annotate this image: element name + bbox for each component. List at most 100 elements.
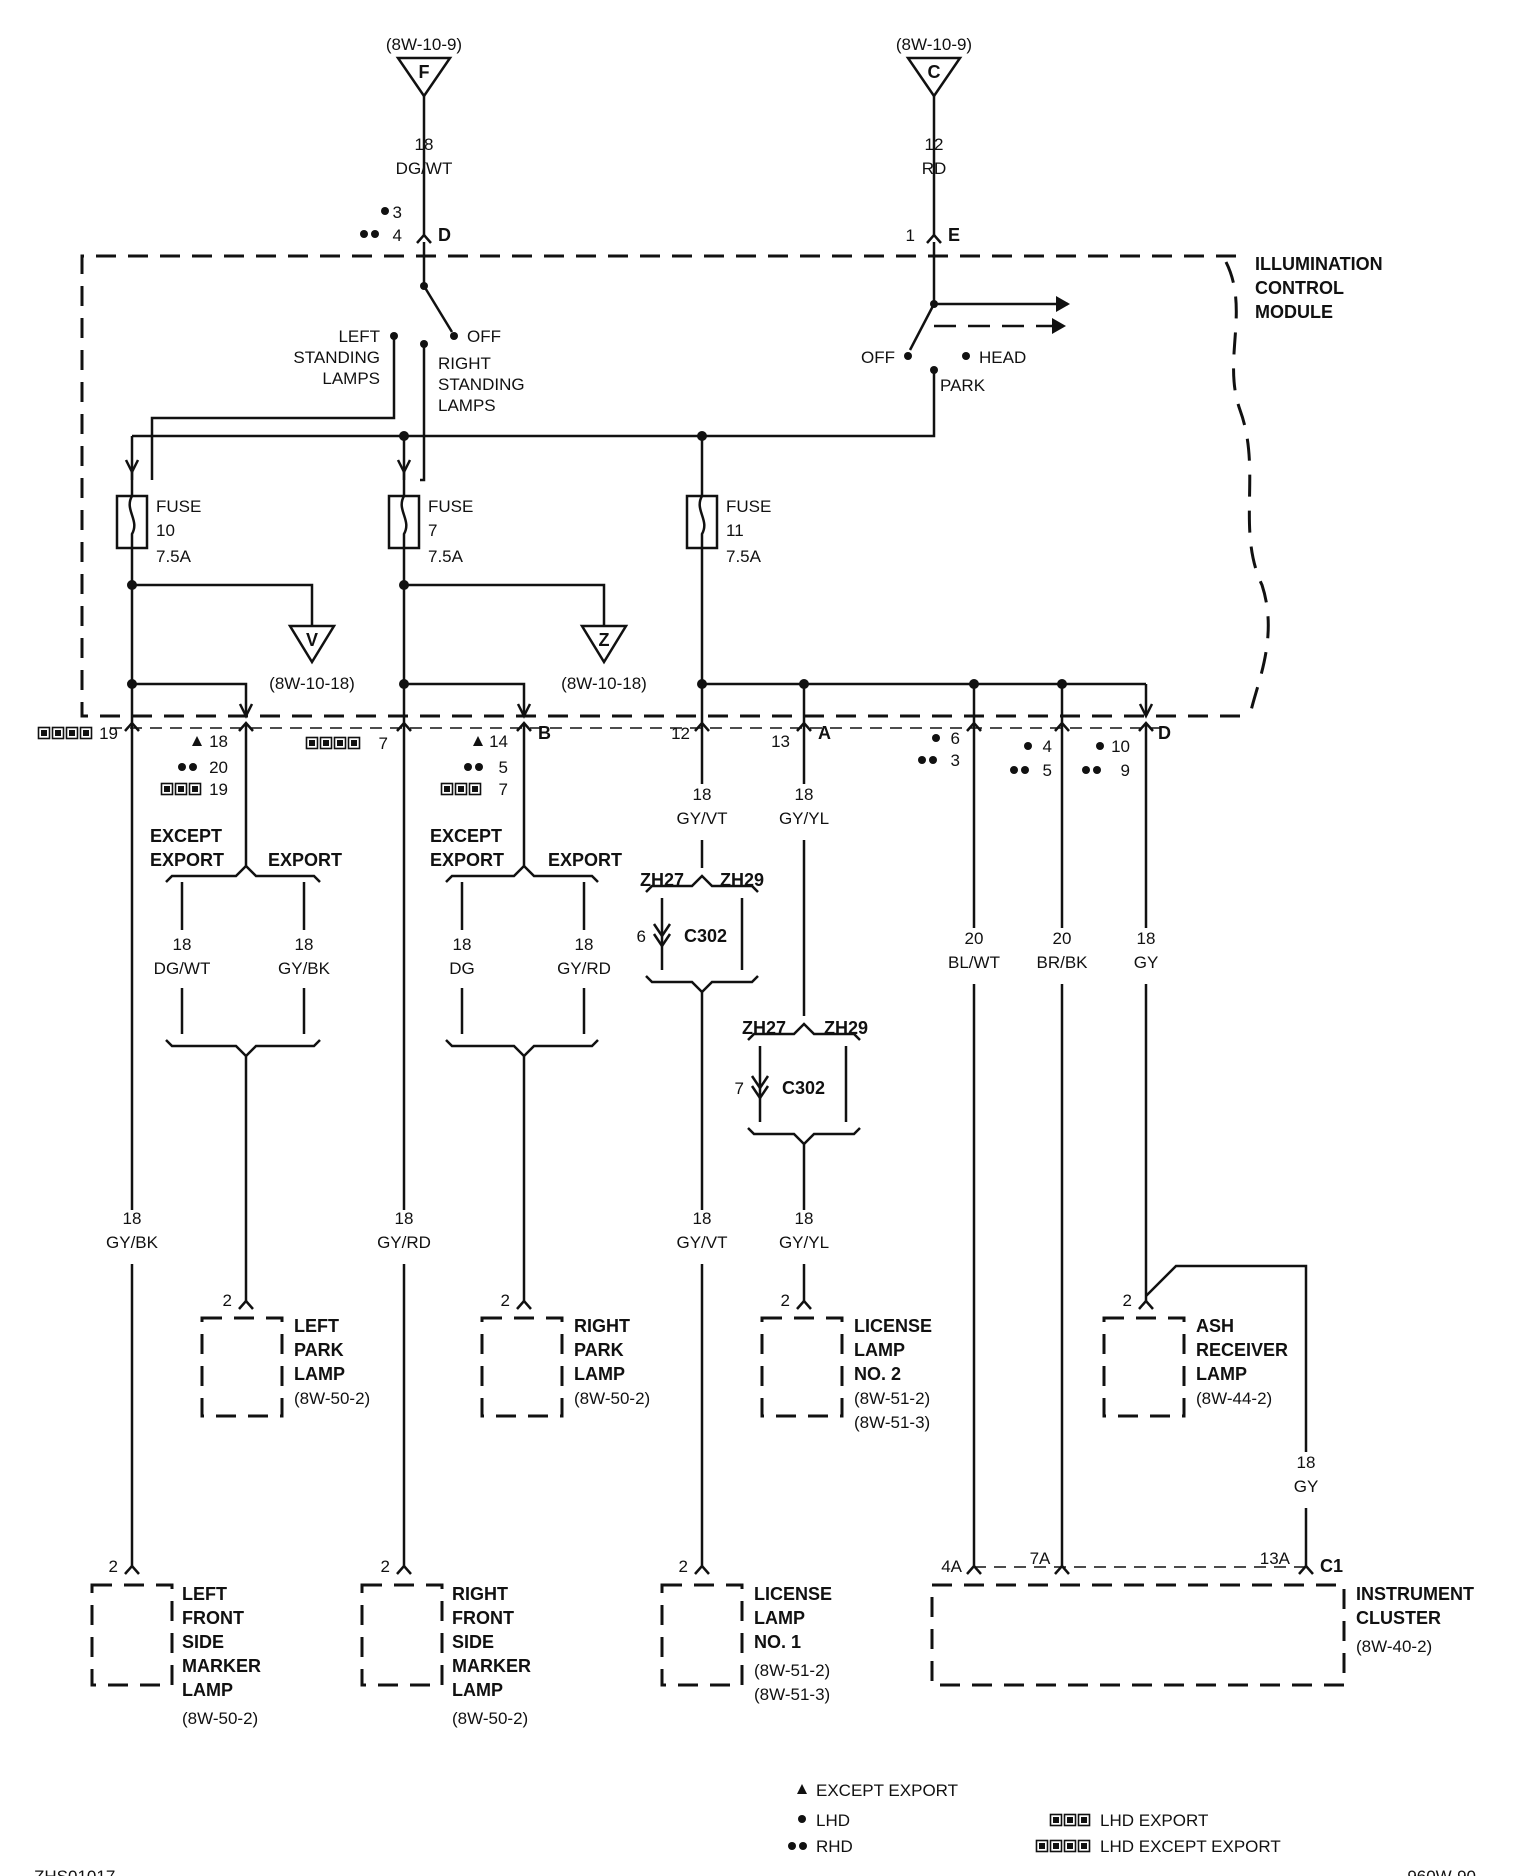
pin-6: 6 xyxy=(951,729,960,748)
wire-lic2-gauge: 18 xyxy=(795,785,814,804)
zh29b-label: ZH29 xyxy=(824,1018,868,1038)
lic2-name-2: LAMP xyxy=(854,1340,905,1360)
lpark-name-2: PARK xyxy=(294,1340,344,1360)
lfsm-name-3: SIDE xyxy=(182,1632,224,1652)
rpark-except-export: EXPORT xyxy=(430,850,504,870)
right-front-side-marker-box xyxy=(360,1583,444,1687)
right-standing-1: RIGHT xyxy=(438,354,491,373)
rpark-name-2: PARK xyxy=(574,1340,624,1360)
pin-d-rhd: 4 xyxy=(393,226,402,245)
left-standing-2: STANDING xyxy=(293,348,380,367)
lpark-ref: (8W-50-2) xyxy=(294,1389,370,1408)
module-title-1: ILLUMINATION xyxy=(1255,254,1383,274)
wire-ic4-color: BL/WT xyxy=(948,953,1000,972)
fuse11-rating: 7.5A xyxy=(726,547,762,566)
left-standing-3: LAMPS xyxy=(322,369,380,388)
wire-ic13-gauge: 18 xyxy=(1297,1453,1316,1472)
lic1-ref-1: (8W-51-2) xyxy=(754,1661,830,1680)
wire-lic1b-color: GY/VT xyxy=(676,1233,727,1252)
license-lamp-1-box xyxy=(660,1583,744,1687)
ash-pin: 2 xyxy=(1123,1291,1132,1310)
fuse10-label: FUSE xyxy=(156,497,201,516)
wire-lic1-color: GY/VT xyxy=(676,809,727,828)
connector-f-triangle xyxy=(395,56,453,99)
lfsm-name-2: FRONT xyxy=(182,1608,244,1628)
ash-name-3: LAMP xyxy=(1196,1364,1247,1384)
ash-name-2: RECEIVER xyxy=(1196,1340,1288,1360)
lpark-ee-color: DG/WT xyxy=(154,959,211,978)
connector-v-triangle xyxy=(287,624,337,665)
wire-lic2b-gauge: 18 xyxy=(795,1209,814,1228)
instrument-cluster-box xyxy=(930,1583,1346,1687)
lic2-pin: 2 xyxy=(781,1291,790,1310)
pin-5: 5 xyxy=(499,758,508,777)
left-standing-1: LEFT xyxy=(338,327,380,346)
wire-ic-13a xyxy=(1145,1264,1308,1567)
pin-19b: 19 xyxy=(209,780,228,799)
lfsm-name-5: LAMP xyxy=(182,1680,233,1700)
ic-name-2: CLUSTER xyxy=(1356,1608,1441,1628)
wire-rf-gauge: 18 xyxy=(395,1209,414,1228)
pin-d-letter-bottom: D xyxy=(1158,723,1171,743)
rfsm-ref: (8W-50-2) xyxy=(452,1709,528,1728)
ref-z-label: (8W-10-18) xyxy=(561,674,647,693)
switch-off2-label: OFF xyxy=(861,348,895,367)
right-park-lamp-box xyxy=(480,1316,564,1418)
lic1-ref-2: (8W-51-3) xyxy=(754,1685,830,1704)
ash-ref: (8W-44-2) xyxy=(1196,1389,1272,1408)
fuse7-label: FUSE xyxy=(428,497,473,516)
wire-ash-gauge: 18 xyxy=(1137,929,1156,948)
rpark-export-label: EXPORT xyxy=(548,850,622,870)
pin-19: 19 xyxy=(99,724,118,743)
ic-pin-13a: 13A xyxy=(1260,1549,1291,1568)
connector-c-triangle xyxy=(905,56,963,99)
lic1-name-3: NO. 1 xyxy=(754,1632,801,1652)
ref-z-letter: Z xyxy=(599,630,610,650)
license-lamp-2-box xyxy=(760,1316,844,1418)
footer-right-code: 960W-90 xyxy=(1407,1867,1476,1876)
pin-b-letter: B xyxy=(538,723,551,743)
right-standing-3: LAMPS xyxy=(438,396,496,415)
ref-f-letter: F xyxy=(419,62,430,82)
lfsm-name-4: MARKER xyxy=(182,1656,261,1676)
module-title-2: CONTROL xyxy=(1255,278,1344,298)
wire-lf-color: GY/BK xyxy=(106,1233,159,1252)
legend-lhd-export: LHD EXPORT xyxy=(1100,1811,1208,1830)
lpark-e-color: GY/BK xyxy=(278,959,331,978)
pin-13: 13 xyxy=(771,732,790,751)
pin-e-num: 1 xyxy=(906,226,915,245)
wire-lic2-color: GY/YL xyxy=(779,809,829,828)
legend-except-export: EXCEPT EXPORT xyxy=(816,1781,958,1800)
wire-lic1-gauge: 18 xyxy=(693,785,712,804)
module-break-line xyxy=(1224,261,1270,717)
pin-14: 14 xyxy=(489,732,508,751)
ic-pin-7a: 7A xyxy=(1030,1549,1051,1568)
pin-7b: 7 xyxy=(499,780,508,799)
rfsm-name-1: RIGHT xyxy=(452,1584,508,1604)
c302a-pin: 6 xyxy=(637,927,646,946)
wire-lic1b-gauge: 18 xyxy=(693,1209,712,1228)
legend-lhd-except-export: LHD EXCEPT EXPORT xyxy=(1100,1837,1281,1856)
wire-f-gauge: 18 xyxy=(415,135,434,154)
pin-a-letter: A xyxy=(818,723,831,743)
rfsm-name-4: MARKER xyxy=(452,1656,531,1676)
pin-7: 7 xyxy=(379,734,388,753)
ash-name-1: ASH xyxy=(1196,1316,1234,1336)
pin-d-letter: D xyxy=(438,225,451,245)
c302b-label: C302 xyxy=(782,1078,825,1098)
pin-20: 20 xyxy=(209,758,228,777)
wire-f-color: DG/WT xyxy=(396,159,453,178)
right-standing-2: STANDING xyxy=(438,375,525,394)
lpark-ee-gauge: 18 xyxy=(173,935,192,954)
rpark-name-1: RIGHT xyxy=(574,1316,630,1336)
lic2-ref-1: (8W-51-2) xyxy=(854,1389,930,1408)
left-switch-blade xyxy=(422,285,454,333)
rpark-ee-color: DG xyxy=(449,959,475,978)
rpark-except-label: EXCEPT xyxy=(430,826,502,846)
ash-receiver-lamp-box xyxy=(1102,1316,1186,1418)
ic-name-1: INSTRUMENT xyxy=(1356,1584,1474,1604)
pin-d-lhd: 3 xyxy=(393,203,402,222)
right-switch-blade xyxy=(908,303,936,351)
switch-head-label: HEAD xyxy=(979,348,1026,367)
